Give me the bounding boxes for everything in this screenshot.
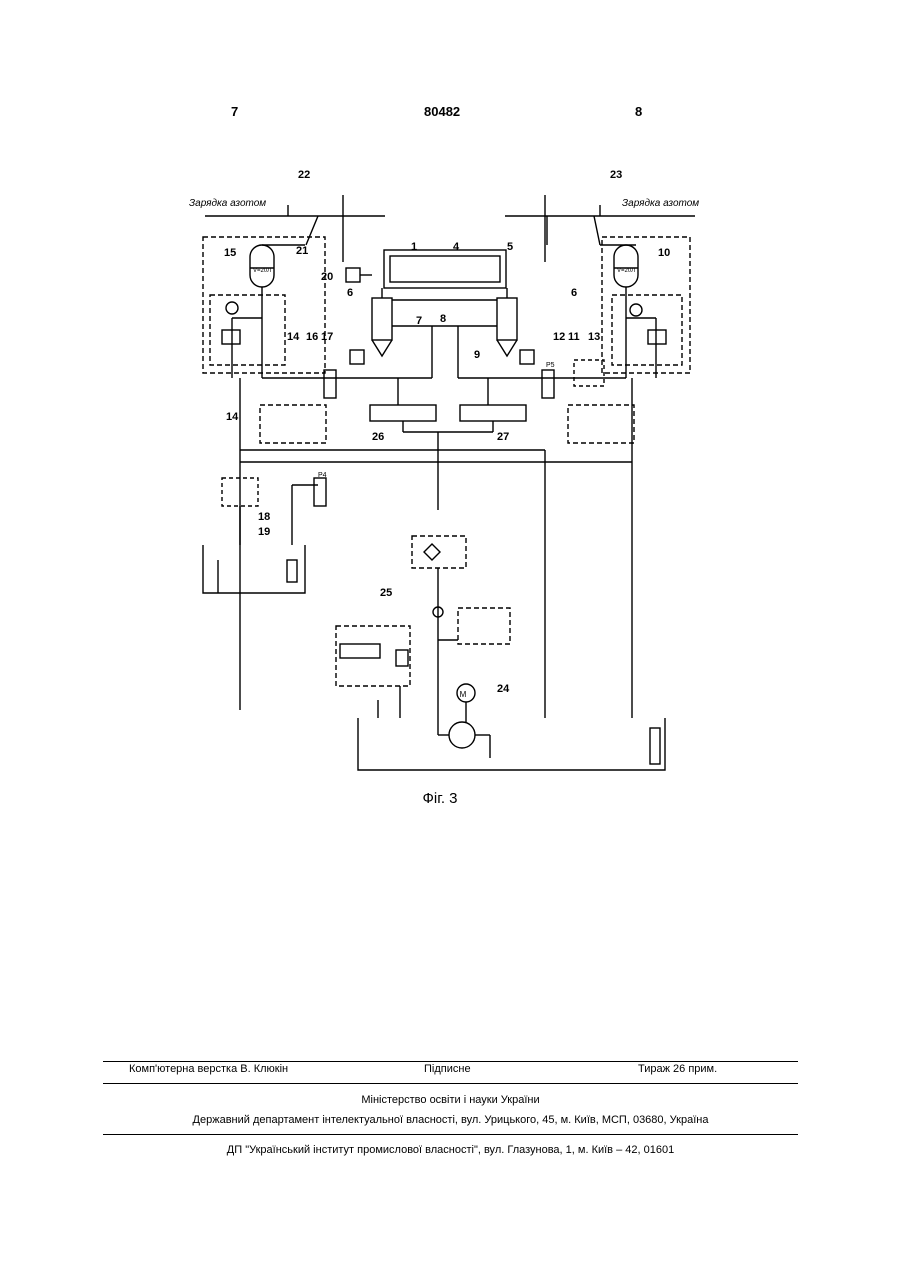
callout-6-left: 6 (347, 287, 353, 299)
callout-8: 8 (440, 313, 446, 325)
callout-24: 24 (497, 683, 510, 695)
callout-15: 15 (224, 247, 236, 259)
callout-20: 20 (321, 271, 333, 283)
footer-circulation: Тираж 26 прим. (638, 1063, 717, 1075)
callout-22: 22 (298, 169, 310, 181)
callout-1: 1 (411, 241, 417, 253)
callout-23: 23 (610, 169, 622, 181)
pressure-switch-p4-label: P4 (318, 472, 327, 479)
callout-12: 12 (553, 331, 565, 343)
footer-institute: ДП "Український інститут промислової вла… (103, 1144, 798, 1156)
callout-11: 11 (568, 331, 580, 343)
nitrogen-charge-label-left: Зарядка азотом (189, 198, 266, 209)
callout-14-lower: 14 (226, 411, 239, 423)
footer-rule-top (103, 1061, 798, 1062)
nitrogen-charge-label-right: Зарядка азотом (622, 198, 699, 209)
callout-6-right: 6 (571, 287, 577, 299)
callout-16: 16 (306, 331, 318, 343)
footer-signed: Підписне (424, 1063, 471, 1075)
callout-26: 26 (372, 431, 384, 443)
callout-27: 27 (497, 431, 509, 443)
callout-14-upper: 14 (287, 331, 300, 343)
callout-5: 5 (507, 241, 513, 253)
accumulator-volume-label-left: V=20Л (253, 268, 271, 274)
footer-layout-credit: Комп'ютерна верстка В. Клюкін (129, 1063, 288, 1075)
footer-rule-middle (103, 1083, 798, 1084)
callout-10: 10 (658, 247, 670, 259)
callout-19: 19 (258, 526, 270, 538)
figure-caption: Фіг. 3 (422, 790, 457, 807)
callout-4: 4 (453, 241, 460, 253)
callout-18: 18 (258, 511, 270, 523)
footer-rule-bottom (103, 1134, 798, 1135)
callout-17: 17 (321, 331, 333, 343)
accumulator-volume-label-right: V=20Л (617, 268, 635, 274)
callout-13: 13 (588, 331, 600, 343)
callout-9: 9 (474, 349, 480, 361)
pressure-switch-p5-label: P5 (546, 362, 555, 369)
pump-motor-label: M (460, 690, 467, 699)
callout-25: 25 (380, 587, 392, 599)
footer-ministry: Міністерство освіти і науки України (103, 1094, 798, 1106)
callout-7: 7 (416, 315, 422, 327)
callout-21: 21 (296, 245, 308, 257)
footer-department: Державний департамент інтелектуальної вл… (103, 1114, 798, 1126)
